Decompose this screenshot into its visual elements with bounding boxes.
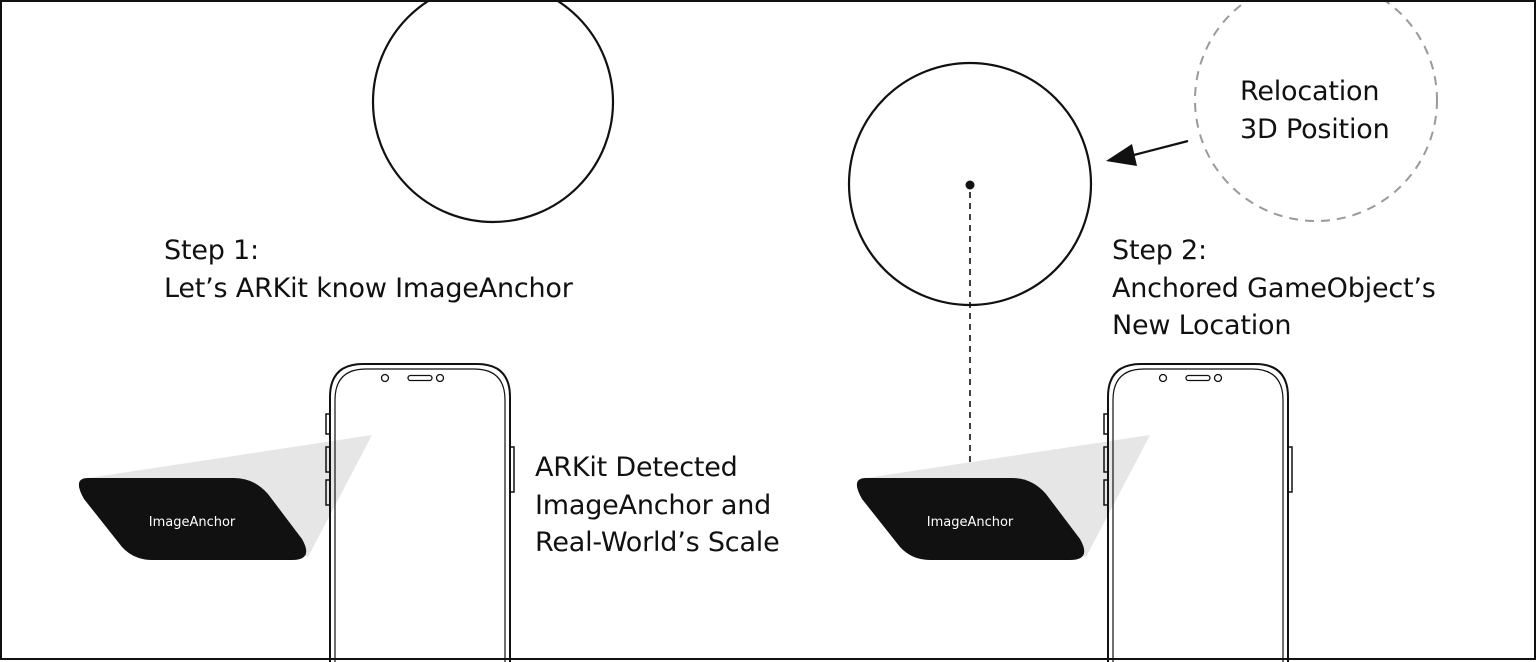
step1-description: Let’s ARKit know ImageAnchor bbox=[164, 272, 573, 304]
step2-phone-side-button bbox=[1103, 413, 1108, 435]
step2-phone-front-camera bbox=[1158, 373, 1168, 383]
relocation-caption: Relocation 3D Position bbox=[1240, 73, 1390, 148]
step2-title: Step 2: bbox=[1112, 235, 1207, 266]
step1-phone-power-button bbox=[510, 446, 515, 493]
detected-line-3: Real-World’s Scale bbox=[535, 527, 780, 558]
step1-title: Step 1: bbox=[164, 235, 259, 266]
step1-phone-sensor bbox=[435, 373, 445, 383]
step1-phone bbox=[325, 363, 515, 662]
step1-caption: Step 1: Let’s ARKit know ImageAnchor bbox=[164, 232, 573, 307]
step2-phone-power-button bbox=[1288, 446, 1293, 493]
step1-card-label: ImageAnchor bbox=[149, 515, 236, 530]
relocation-line-1: Relocation bbox=[1240, 76, 1380, 107]
detected-line-2: ImageAnchor and bbox=[535, 489, 772, 521]
detected-caption: ARKit Detected ImageAnchor and Real-Worl… bbox=[535, 449, 780, 562]
step2-phone-sensor bbox=[1213, 373, 1223, 383]
step1-image-anchor-card: ImageAnchor bbox=[78, 478, 307, 560]
step2-phone-speaker bbox=[1185, 374, 1211, 382]
detected-line-1: ARKit Detected bbox=[535, 452, 738, 483]
step1-phone-speaker bbox=[407, 374, 433, 382]
step2-caption: Step 2: Anchored GameObject’s New Locati… bbox=[1112, 232, 1436, 345]
step2-anchor-point bbox=[965, 180, 975, 190]
step1-phone-front-camera bbox=[380, 373, 390, 383]
step2-line-1: Anchored GameObject’s bbox=[1112, 272, 1436, 304]
relocation-arrow bbox=[1106, 139, 1189, 166]
step2-image-anchor-card: ImageAnchor bbox=[856, 478, 1085, 560]
relocation-line-2: 3D Position bbox=[1240, 113, 1390, 145]
step2-card-label: ImageAnchor bbox=[927, 515, 1014, 530]
step2-phone bbox=[1103, 363, 1293, 662]
step2-line-2: New Location bbox=[1112, 310, 1292, 341]
step1-phone-side-button bbox=[325, 413, 330, 435]
arrow-head-icon bbox=[1106, 144, 1137, 166]
step1-gameobject-circle bbox=[371, 2, 615, 224]
relocation-dashed-circle bbox=[1194, 2, 1438, 222]
